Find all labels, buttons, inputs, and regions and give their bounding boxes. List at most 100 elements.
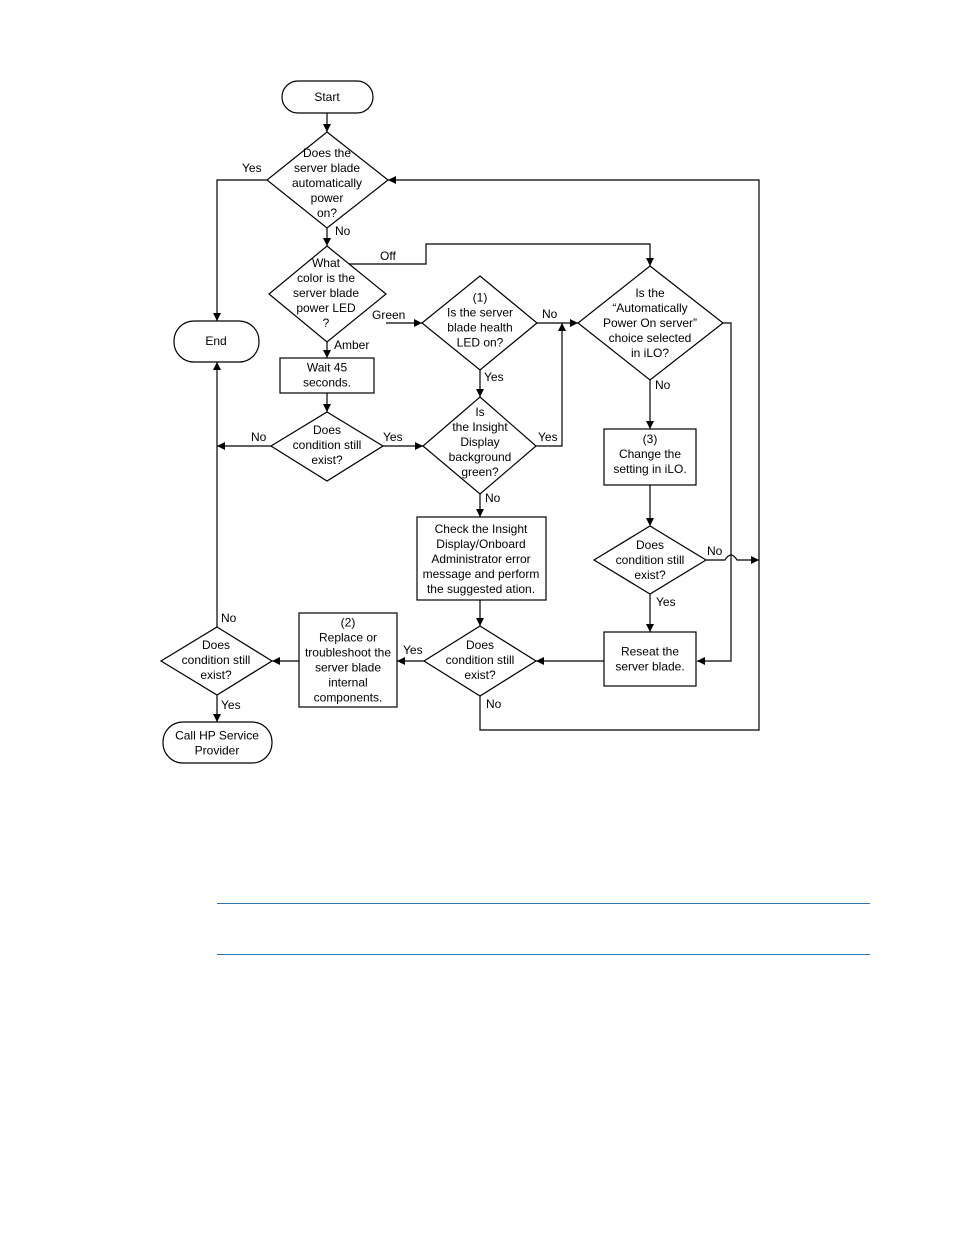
- start-label: Start: [314, 90, 340, 104]
- q-led-color-line: power LED: [296, 301, 356, 315]
- q-health-led-line: blade health: [447, 321, 512, 335]
- q-cond-1-line: Does: [313, 423, 341, 437]
- label-health-yes: Yes: [484, 370, 504, 384]
- check-insight-line: the suggested ation.: [427, 582, 535, 596]
- end-label: End: [205, 334, 226, 348]
- nodes: [159, 80, 724, 764]
- label-led-green: Green: [372, 308, 405, 322]
- label-cond1-no: No: [251, 430, 267, 444]
- label-auto-power-no: No: [335, 224, 351, 238]
- q-led-color-line: color is the: [297, 271, 355, 285]
- label-ilo-no: No: [655, 378, 671, 392]
- q-cond-2-line: condition still: [616, 553, 685, 567]
- q-cond-4-line: exist?: [200, 668, 232, 682]
- change-setting-line: (3): [643, 432, 658, 446]
- q-auto-power-line: on?: [317, 206, 337, 220]
- reseat-step: [603, 631, 697, 687]
- replace-line: (2): [341, 616, 356, 630]
- q-health-led-line: (1): [473, 291, 488, 305]
- reseat-line: Reseat the: [621, 645, 679, 659]
- q-cond-4-line: Does: [202, 638, 230, 652]
- note-rule-top: [217, 903, 870, 904]
- call-hp-terminal: [162, 721, 273, 764]
- start-line: Start: [314, 90, 340, 104]
- q-ilo-choice-line: in iLO?: [631, 346, 669, 360]
- check-insight-line: Check the Insight: [435, 522, 528, 536]
- label-cond3-no: No: [486, 697, 502, 711]
- check-insight-step: [416, 516, 547, 601]
- q-insight-green-line: Display: [460, 435, 499, 449]
- q-cond-1-line: exist?: [311, 453, 343, 467]
- q-cond-3-line: condition still: [446, 653, 515, 667]
- q-health-led-line: LED on?: [457, 336, 504, 350]
- q-led-color-line: ?: [323, 316, 330, 330]
- label-health-no: No: [542, 307, 558, 321]
- auto-power-decision: [266, 131, 389, 229]
- label-led-off: Off: [380, 249, 396, 263]
- q-insight-green-line: background: [449, 450, 512, 464]
- edge-insight-yes-to-ilo: [536, 323, 566, 447]
- q-auto-power-line: power: [311, 191, 344, 205]
- q-insight-green-line: Is: [475, 405, 484, 419]
- q-auto-power-line: automatically: [292, 176, 362, 190]
- condition-decision-2: [592, 525, 708, 595]
- edge-ilo-yes-to-reseat: [697, 322, 732, 665]
- end-line: End: [205, 334, 226, 348]
- edge-auto-power-yes-to-end: [213, 179, 267, 321]
- label-insight-yes: Yes: [538, 430, 558, 444]
- replace-line: components.: [314, 691, 383, 705]
- label-cond2-yes: Yes: [656, 595, 676, 609]
- start-terminal: [281, 80, 374, 114]
- health-led-decision: [421, 275, 538, 371]
- q-led-color-line: server blade: [293, 286, 359, 300]
- call-hp-line: Provider: [195, 744, 240, 758]
- wait-step: [279, 357, 375, 394]
- q-cond-2-line: Does: [636, 538, 664, 552]
- call-hp-line: Call HP Service: [175, 729, 259, 743]
- q-insight-green-line: green?: [461, 465, 499, 479]
- ilo-choice-decision: [577, 265, 724, 381]
- condition-decision-1: [269, 411, 385, 482]
- label-cond4-yes: Yes: [221, 698, 241, 712]
- condition-decision-3: [422, 625, 538, 697]
- q-health-led-line: Is the server: [447, 306, 513, 320]
- label-led-amber: Amber: [334, 338, 369, 352]
- q-cond-3-line: exist?: [464, 668, 496, 682]
- q-ilo-choice-line: Power On server”: [603, 316, 697, 330]
- replace-line: troubleshoot the: [305, 646, 391, 660]
- label-cond1-yes: Yes: [383, 430, 403, 444]
- note-rule-bottom: [217, 954, 870, 955]
- q-cond-1-line: condition still: [293, 438, 362, 452]
- label-cond4-no: No: [221, 611, 237, 625]
- check-insight-line: message and perform: [423, 567, 540, 581]
- edge-labels: Yes No Off Green Amber No Yes No Yes Yes…: [221, 161, 723, 712]
- label-auto-power-yes: Yes: [242, 161, 262, 175]
- label-insight-no: No: [485, 491, 501, 505]
- q-ilo-choice-line: choice selected: [609, 331, 692, 345]
- label-cond2-no: No: [707, 544, 723, 558]
- q-cond-2-line: exist?: [634, 568, 666, 582]
- check-insight-line: Display/Onboard: [436, 537, 525, 551]
- replace-line: server blade: [315, 661, 381, 675]
- q-cond-4-line: condition still: [182, 653, 251, 667]
- change-setting-line: setting in iLO.: [613, 462, 686, 476]
- q-insight-green-line: the Insight: [452, 420, 508, 434]
- edge-cond2-no-to-loop: [706, 554, 759, 564]
- replace-step: [298, 612, 398, 708]
- edge-cond3-no-loop-to-auto-power: [388, 176, 760, 731]
- insight-green-decision: [422, 396, 537, 495]
- change-setting-line: Change the: [619, 447, 681, 461]
- replace-line: internal: [328, 676, 367, 690]
- wait-line: Wait 45: [307, 361, 348, 375]
